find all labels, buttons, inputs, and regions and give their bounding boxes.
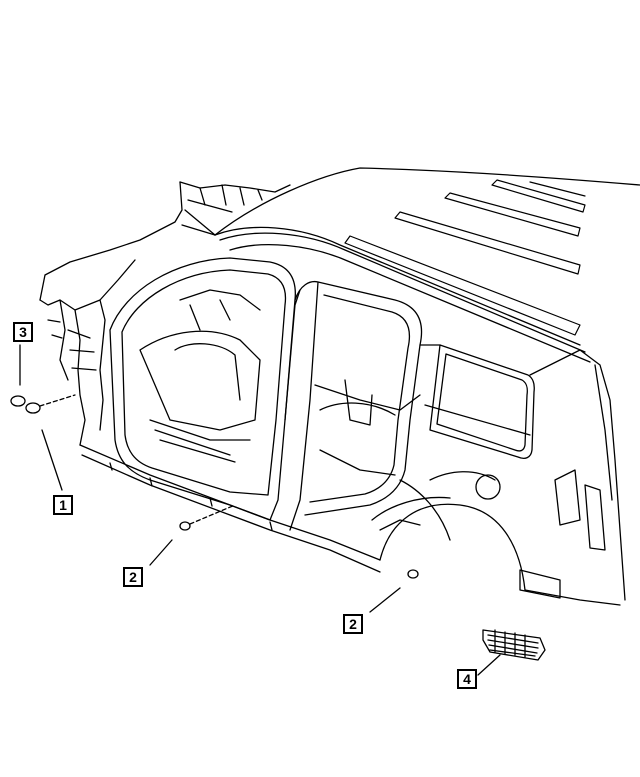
callout-2: 2 xyxy=(343,614,363,634)
plug-2a xyxy=(179,521,191,531)
callout-4: 4 xyxy=(457,669,477,689)
leader-2a xyxy=(149,539,173,566)
plug-3a xyxy=(10,395,26,407)
fuel-door xyxy=(475,474,501,500)
callout-label: 2 xyxy=(129,569,137,585)
callout-label: 3 xyxy=(19,324,27,340)
leader-4 xyxy=(477,654,501,676)
quarter-window xyxy=(429,344,535,459)
hinge-pillar xyxy=(39,299,86,446)
leader-1 xyxy=(41,429,63,491)
callout-label: 1 xyxy=(59,497,67,513)
plug-2b xyxy=(407,569,419,579)
pressure-relief-vent xyxy=(482,629,546,661)
rear-floor xyxy=(314,384,421,411)
callout-3: 3 xyxy=(13,322,33,342)
b-pillar xyxy=(289,280,319,531)
callout-label: 4 xyxy=(463,671,471,687)
leader-2b xyxy=(369,587,401,613)
roof-rail xyxy=(344,179,586,336)
rocker-panel xyxy=(79,444,381,561)
roof-outline xyxy=(214,167,640,236)
front-floor xyxy=(139,330,261,431)
callout-label: 2 xyxy=(349,616,357,632)
rear-quarter-panel xyxy=(419,344,626,601)
callout-1: 1 xyxy=(53,495,73,515)
rear-wheel-arch xyxy=(379,503,526,591)
cowl xyxy=(179,181,291,193)
rear-door-opening xyxy=(304,281,423,516)
roof-front-edge xyxy=(214,226,581,346)
plug-3b xyxy=(25,402,41,414)
callout-2: 2 xyxy=(123,567,143,587)
front-door-opening xyxy=(109,257,296,521)
